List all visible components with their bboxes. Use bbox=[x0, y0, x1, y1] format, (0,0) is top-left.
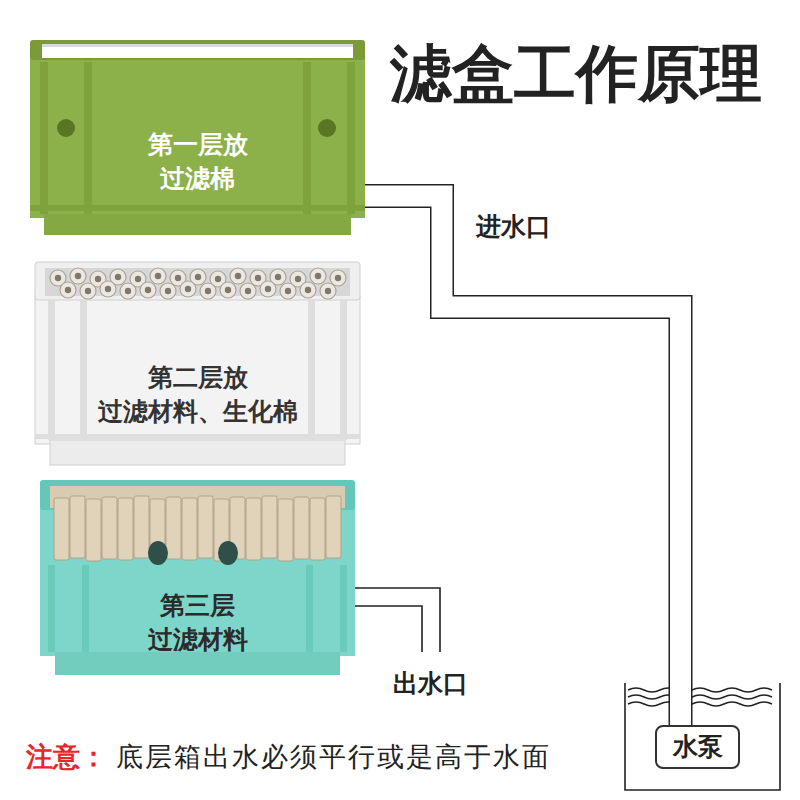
crate-hole bbox=[57, 119, 75, 137]
crate-rib bbox=[308, 300, 315, 440]
crate-hole bbox=[218, 541, 238, 565]
pipe-wall bbox=[355, 606, 422, 652]
green-crate bbox=[30, 40, 365, 235]
crate-body bbox=[30, 56, 365, 218]
title: 滤盒工作原理 bbox=[390, 37, 762, 110]
crate-hole bbox=[318, 119, 336, 137]
crate-rim bbox=[30, 40, 365, 60]
note-label: 底层箱出水必须平行或是高于水面 bbox=[116, 741, 551, 772]
pump-box: 水泵 bbox=[655, 725, 740, 769]
crate-rib bbox=[340, 300, 347, 440]
pipe-core bbox=[365, 196, 681, 725]
filter-bricks bbox=[54, 496, 341, 561]
water-wave bbox=[628, 688, 772, 692]
edge-label-box: 进水口 bbox=[473, 210, 554, 243]
crate-rib bbox=[48, 565, 55, 652]
ceramic-rings bbox=[50, 268, 346, 299]
cotton-shade bbox=[42, 44, 353, 47]
crate-rib bbox=[340, 565, 347, 652]
pipe-path bbox=[365, 196, 681, 725]
pipe-wall bbox=[355, 588, 440, 652]
filter-box: 第三层 过滤材料 bbox=[40, 480, 355, 675]
crate-rib bbox=[82, 565, 89, 652]
crate-rim bbox=[35, 262, 360, 300]
teal-crate bbox=[40, 480, 355, 675]
crate-rib bbox=[80, 300, 87, 440]
crate-band bbox=[30, 205, 365, 211]
water-wave bbox=[628, 695, 772, 699]
tank-wall bbox=[625, 683, 780, 790]
white-crate bbox=[35, 262, 360, 465]
box-label: 第二层放 过滤材料、生化棉 bbox=[90, 361, 305, 429]
label-box: 注意： bbox=[26, 739, 107, 775]
port-label: 出水口 bbox=[393, 669, 468, 698]
port-label: 进水口 bbox=[476, 212, 551, 241]
crate-rib bbox=[48, 300, 55, 440]
outlet-pipe bbox=[355, 588, 440, 652]
crate-rib bbox=[303, 62, 311, 214]
crate-foot bbox=[50, 440, 345, 465]
title-box: 滤盒工作原理 bbox=[390, 32, 762, 116]
filter-box: 第一层放 过滤棉 bbox=[30, 40, 365, 235]
crate-foot bbox=[55, 652, 340, 675]
water-wave bbox=[628, 702, 772, 706]
crate-rib bbox=[347, 62, 355, 214]
crate-rib bbox=[40, 62, 48, 214]
crate-rib bbox=[84, 62, 92, 214]
filter-cotton bbox=[42, 44, 353, 58]
crate-hole bbox=[148, 541, 168, 565]
crate-band bbox=[35, 434, 360, 439]
crate-foot bbox=[44, 214, 351, 235]
note-label: 注意： bbox=[26, 741, 107, 772]
inlet-pipe bbox=[365, 196, 681, 725]
pipe-wall bbox=[365, 196, 681, 725]
crate-rib bbox=[306, 565, 313, 652]
box-label: 水泵 bbox=[673, 730, 723, 764]
water-tank bbox=[625, 683, 780, 790]
box-label: 第一层放 过滤棉 bbox=[140, 128, 255, 196]
label-box: 底层箱出水必须平行或是高于水面 bbox=[116, 739, 551, 775]
crate-body bbox=[35, 296, 360, 444]
filter-box: 第二层放 过滤材料、生化棉 bbox=[35, 262, 360, 465]
label-box: 出水口 bbox=[393, 667, 468, 700]
box-label: 第三层 过滤材料 bbox=[140, 589, 255, 657]
